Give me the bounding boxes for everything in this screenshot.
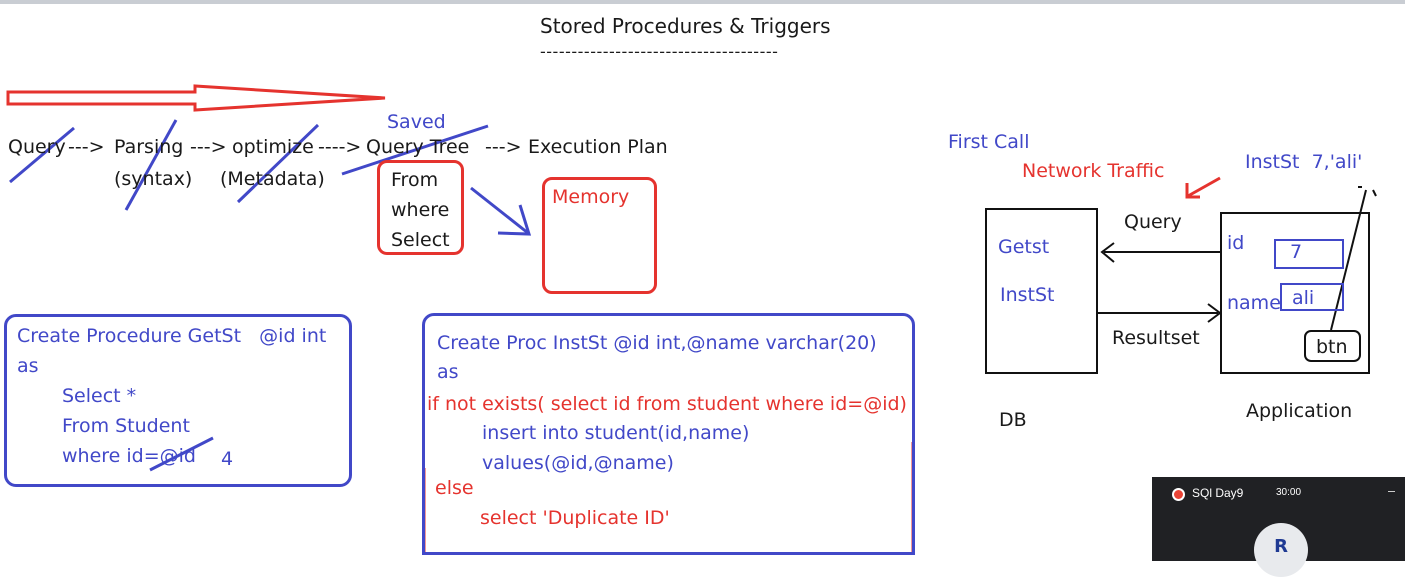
step-optimize: optimize [232,136,314,158]
getst-param-value: 4 [221,448,234,470]
btn-label: btn [1316,336,1348,358]
step-arrow-4: ---> [485,136,522,158]
getst-line-where: where id=@id [62,445,196,467]
step-arrow-2: ---> [190,136,227,158]
getst-line-select: Select * [62,385,137,407]
recording-icon [1172,488,1185,501]
field-name-label: name [1227,292,1281,314]
network-traffic-label: Network Traffic [1022,160,1165,182]
step-parsing: Parsing [114,136,184,158]
instst-line-if: if not exists( select id from student wh… [427,393,907,415]
resultset-label: Resultset [1112,327,1200,349]
step-query: Query [8,136,66,158]
field-name-input[interactable]: ali [1280,283,1344,311]
note-metadata: (Metadata) [220,168,325,190]
step-execution-plan: Execution Plan [528,136,668,158]
instst-line-create: Create Proc InstSt @id int,@name varchar… [437,332,877,354]
strike-parsing [124,119,178,211]
meeting-widget[interactable]: SQl Day9 30:00 R [1152,477,1405,577]
btn-button[interactable]: btn [1304,330,1361,362]
step-arrow-1: ---> [68,136,105,158]
note-syntax: (syntax) [114,168,193,190]
red-hollow-arrow [6,84,386,112]
db-item-instst: InstSt [1000,284,1055,306]
db-label: DB [999,409,1027,431]
strike-param [149,436,214,472]
instst-line-select: select 'Duplicate ID' [480,507,670,529]
instst-line-as: as [437,361,459,383]
meeting-name: SQl Day9 [1192,486,1244,500]
avatar: R [1254,523,1308,577]
procedure-instst-box: Create Proc InstSt @id int,@name varchar… [422,313,915,555]
field-name-value: ali [1292,287,1315,309]
strike-query-tree [341,124,489,176]
note-saved: Saved [387,111,446,133]
tree-line-select: Select [391,229,450,251]
procedure-getst-box: Create Procedure GetSt @id int as Select… [4,314,352,487]
tree-line-where: where [391,199,450,221]
strike-query [9,126,75,184]
minimize-icon[interactable] [1388,491,1395,492]
step-arrow-3: ----> [318,136,362,158]
memory-box: Memory [542,177,657,294]
call-text: InstSt 7,'ali' [1245,151,1363,173]
memory-label: Memory [552,186,630,208]
field-id-value: 7 [1290,241,1303,263]
application-label: Application [1246,400,1353,422]
db-item-getst: Getst [998,236,1050,258]
field-id-input[interactable]: 7 [1274,239,1344,269]
getst-line-from: From Student [62,415,190,437]
red-small-arrow [1187,176,1221,198]
getst-line-create: Create Procedure GetSt @id int [17,325,327,347]
blue-arrow-to-memory [470,186,529,235]
application-box: id 7 name ali btn [1220,212,1370,374]
instst-line-values: values(@id,@name) [482,452,674,474]
step-query-tree: Query Tree [366,136,470,158]
tree-line-from: From [391,169,439,191]
avatar-initial: R [1274,536,1288,557]
instst-line-insert: insert into student(id,name) [482,422,750,444]
db-box: Getst InstSt [985,208,1098,374]
window-top-border [0,0,1405,4]
meeting-timer: 30:00 [1276,487,1302,498]
first-call-label: First Call [948,131,1030,153]
field-id-label: id [1227,232,1245,254]
title-underline: -------------------------------------- [540,42,779,61]
getst-line-as: as [17,355,39,377]
query-tree-box: From where Select [377,160,464,255]
strike-optimize [236,123,320,204]
query-label: Query [1124,211,1182,233]
page-title: Stored Procedures & Triggers [540,14,831,38]
instst-line-else: else [435,477,474,499]
